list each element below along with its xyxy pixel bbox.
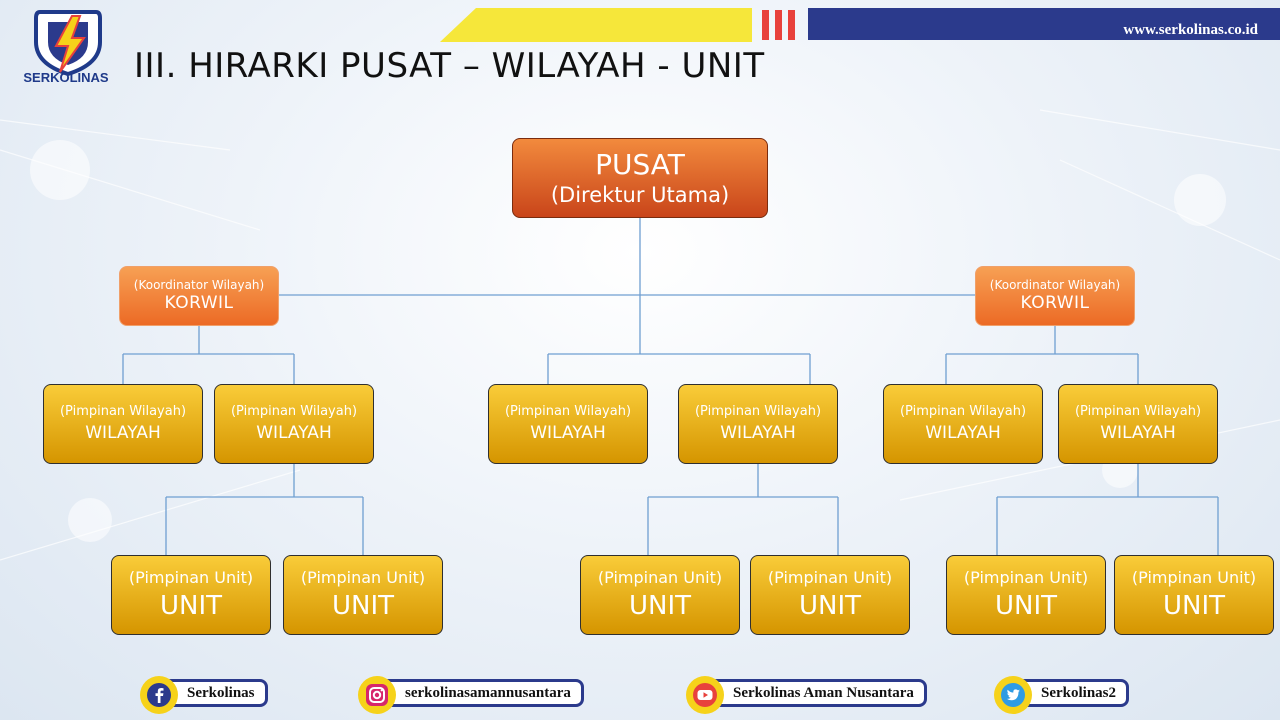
node-subtitle: (Pimpinan Unit) xyxy=(1131,567,1257,587)
korwil-node-left: (Koordinator Wilayah) KORWIL xyxy=(119,266,279,326)
unit-node: (Pimpinan Unit) UNIT xyxy=(946,555,1106,635)
node-subtitle: (Pimpinan Wilayah) xyxy=(694,404,822,420)
node-title: KORWIL xyxy=(164,292,234,313)
unit-node: (Pimpinan Unit) UNIT xyxy=(111,555,271,635)
node-subtitle: (Koordinator Wilayah) xyxy=(133,277,265,292)
node-title: WILAYAH xyxy=(256,422,332,443)
header-red-stripe xyxy=(762,10,769,40)
wilayah-node: (Pimpinan Wilayah) WILAYAH xyxy=(678,384,838,464)
node-title: UNIT xyxy=(1162,590,1226,621)
unit-node: (Pimpinan Unit) UNIT xyxy=(750,555,910,635)
node-subtitle: (Koordinator Wilayah) xyxy=(989,277,1121,292)
node-subtitle: (Pimpinan Wilayah) xyxy=(899,404,1027,420)
instagram-icon xyxy=(358,676,396,714)
node-title: WILAYAH xyxy=(1100,422,1176,443)
wilayah-node: (Pimpinan Wilayah) WILAYAH xyxy=(1058,384,1218,464)
node-title: UNIT xyxy=(159,590,223,621)
unit-node: (Pimpinan Unit) UNIT xyxy=(283,555,443,635)
node-subtitle: (Pimpinan Unit) xyxy=(963,567,1089,587)
twitter-icon xyxy=(994,676,1032,714)
header-blue-band: www.serkolinas.co.id xyxy=(808,8,1280,40)
wilayah-node: (Pimpinan Wilayah) WILAYAH xyxy=(883,384,1043,464)
header-red-stripe xyxy=(775,10,782,40)
node-subtitle: (Pimpinan Wilayah) xyxy=(1074,404,1202,420)
node-subtitle: (Pimpinan Wilayah) xyxy=(59,404,187,420)
facebook-icon xyxy=(140,676,178,714)
node-title: UNIT xyxy=(628,590,692,621)
pusat-node: PUSAT (Direktur Utama) xyxy=(512,138,768,218)
unit-node: (Pimpinan Unit) UNIT xyxy=(1114,555,1274,635)
node-subtitle: (Pimpinan Unit) xyxy=(767,567,893,587)
node-subtitle: (Direktur Utama) xyxy=(550,183,730,208)
youtube-icon xyxy=(686,676,724,714)
serkolinas-logo xyxy=(34,10,102,77)
node-title: WILAYAH xyxy=(720,422,796,443)
unit-node: (Pimpinan Unit) UNIT xyxy=(580,555,740,635)
logo-text: SERKOLINAS xyxy=(23,70,109,85)
page-title: III. HIRARKI PUSAT – WILAYAH - UNIT xyxy=(134,46,765,86)
node-subtitle: (Pimpinan Wilayah) xyxy=(504,404,632,420)
node-title: UNIT xyxy=(331,590,395,621)
node-title: UNIT xyxy=(798,590,862,621)
node-title: PUSAT xyxy=(595,148,685,182)
wilayah-node: (Pimpinan Wilayah) WILAYAH xyxy=(488,384,648,464)
node-subtitle: (Pimpinan Unit) xyxy=(300,567,426,587)
header-yellow-band xyxy=(440,8,752,42)
node-subtitle: (Pimpinan Unit) xyxy=(128,567,254,587)
website-url[interactable]: www.serkolinas.co.id xyxy=(1123,22,1258,38)
node-title: WILAYAH xyxy=(85,422,161,443)
header-red-stripe xyxy=(788,10,795,40)
social-label: Serkolinas Aman Nusantara xyxy=(702,679,927,707)
wilayah-node: (Pimpinan Wilayah) WILAYAH xyxy=(214,384,374,464)
social-label: serkolinasamannusantara xyxy=(374,679,584,707)
node-subtitle: (Pimpinan Wilayah) xyxy=(230,404,358,420)
node-title: KORWIL xyxy=(1020,292,1090,313)
korwil-node-right: (Koordinator Wilayah) KORWIL xyxy=(975,266,1135,326)
node-title: UNIT xyxy=(994,590,1058,621)
node-title: WILAYAH xyxy=(925,422,1001,443)
node-subtitle: (Pimpinan Unit) xyxy=(597,567,723,587)
node-title: WILAYAH xyxy=(530,422,606,443)
wilayah-node: (Pimpinan Wilayah) WILAYAH xyxy=(43,384,203,464)
